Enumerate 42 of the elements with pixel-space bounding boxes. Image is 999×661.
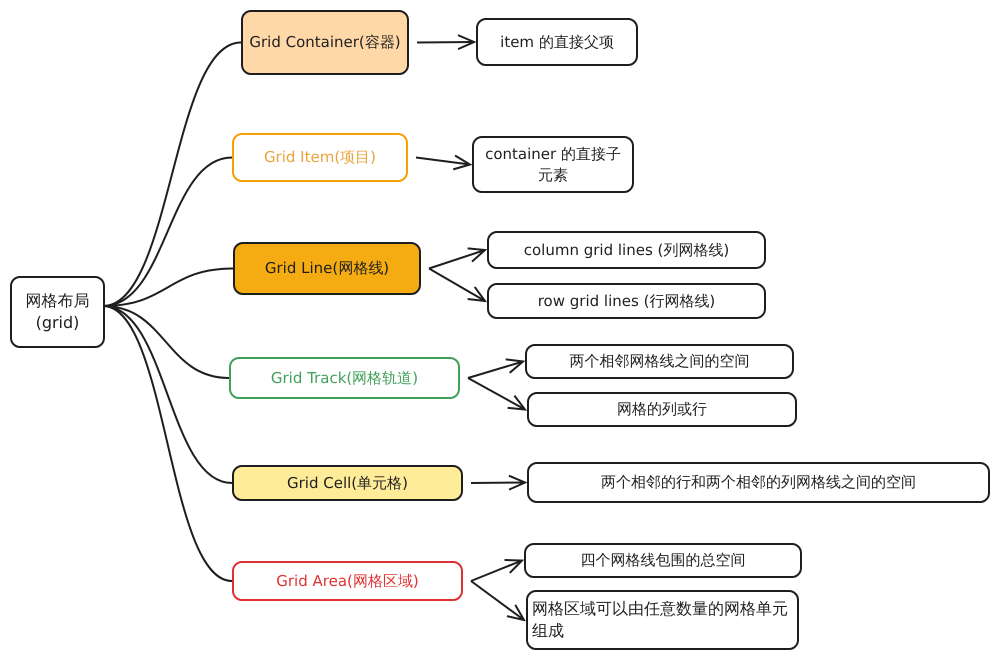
topic-box — [241, 10, 409, 75]
node-label: Grid Cell(单元格) — [286, 472, 409, 494]
node-label: Grid Track(网格轨道) — [270, 368, 420, 388]
branch-line — [102, 305, 232, 582]
topic-box — [229, 357, 460, 399]
node-label: column grid lines (列网格线) — [522, 240, 730, 260]
node-label: 两个相邻的行和两个相邻的列网格线之间的空间 — [600, 472, 917, 493]
topic-box — [487, 231, 766, 269]
topic-box — [524, 543, 802, 578]
node-label: Grid Item(项目) — [262, 147, 378, 168]
node-label: 网格的列或行 — [616, 399, 708, 420]
topic-box — [527, 462, 990, 503]
topic-box — [476, 18, 638, 66]
node-label: Grid Line(网格线) — [264, 258, 390, 279]
node-label: 网格布局(grid) — [24, 290, 90, 334]
node-label: container 的直接子元素 — [484, 144, 622, 185]
topic-box — [527, 392, 797, 427]
topic-box — [526, 590, 799, 650]
topic-box — [232, 561, 463, 601]
node-label: 网格区域可以由任意数量的网格单元组成 — [531, 598, 789, 642]
topic-box — [487, 283, 766, 319]
arrow — [470, 580, 525, 621]
arrow — [416, 34, 475, 50]
arrow — [468, 377, 526, 410]
arrow — [416, 154, 471, 170]
arrow — [470, 558, 523, 582]
topic-box — [472, 136, 634, 193]
node-label: 四个网格线包围的总空间 — [580, 550, 746, 571]
topic-box — [232, 133, 408, 182]
arrow — [428, 268, 486, 302]
arrow — [470, 474, 526, 491]
topic-box — [233, 242, 421, 295]
node-label: Grid Area(网格区域) — [275, 570, 420, 592]
root-box — [10, 276, 105, 348]
topic-box — [525, 344, 794, 379]
node-label: Grid Container(容器) — [248, 32, 402, 53]
node-label: row grid lines (行网格线) — [536, 290, 716, 312]
topic-box — [232, 465, 463, 501]
node-label: item 的直接父项 — [499, 32, 615, 52]
arrow — [428, 247, 486, 270]
arrow — [468, 358, 524, 379]
node-label: 两个相邻网格线之间的空间 — [568, 351, 750, 372]
